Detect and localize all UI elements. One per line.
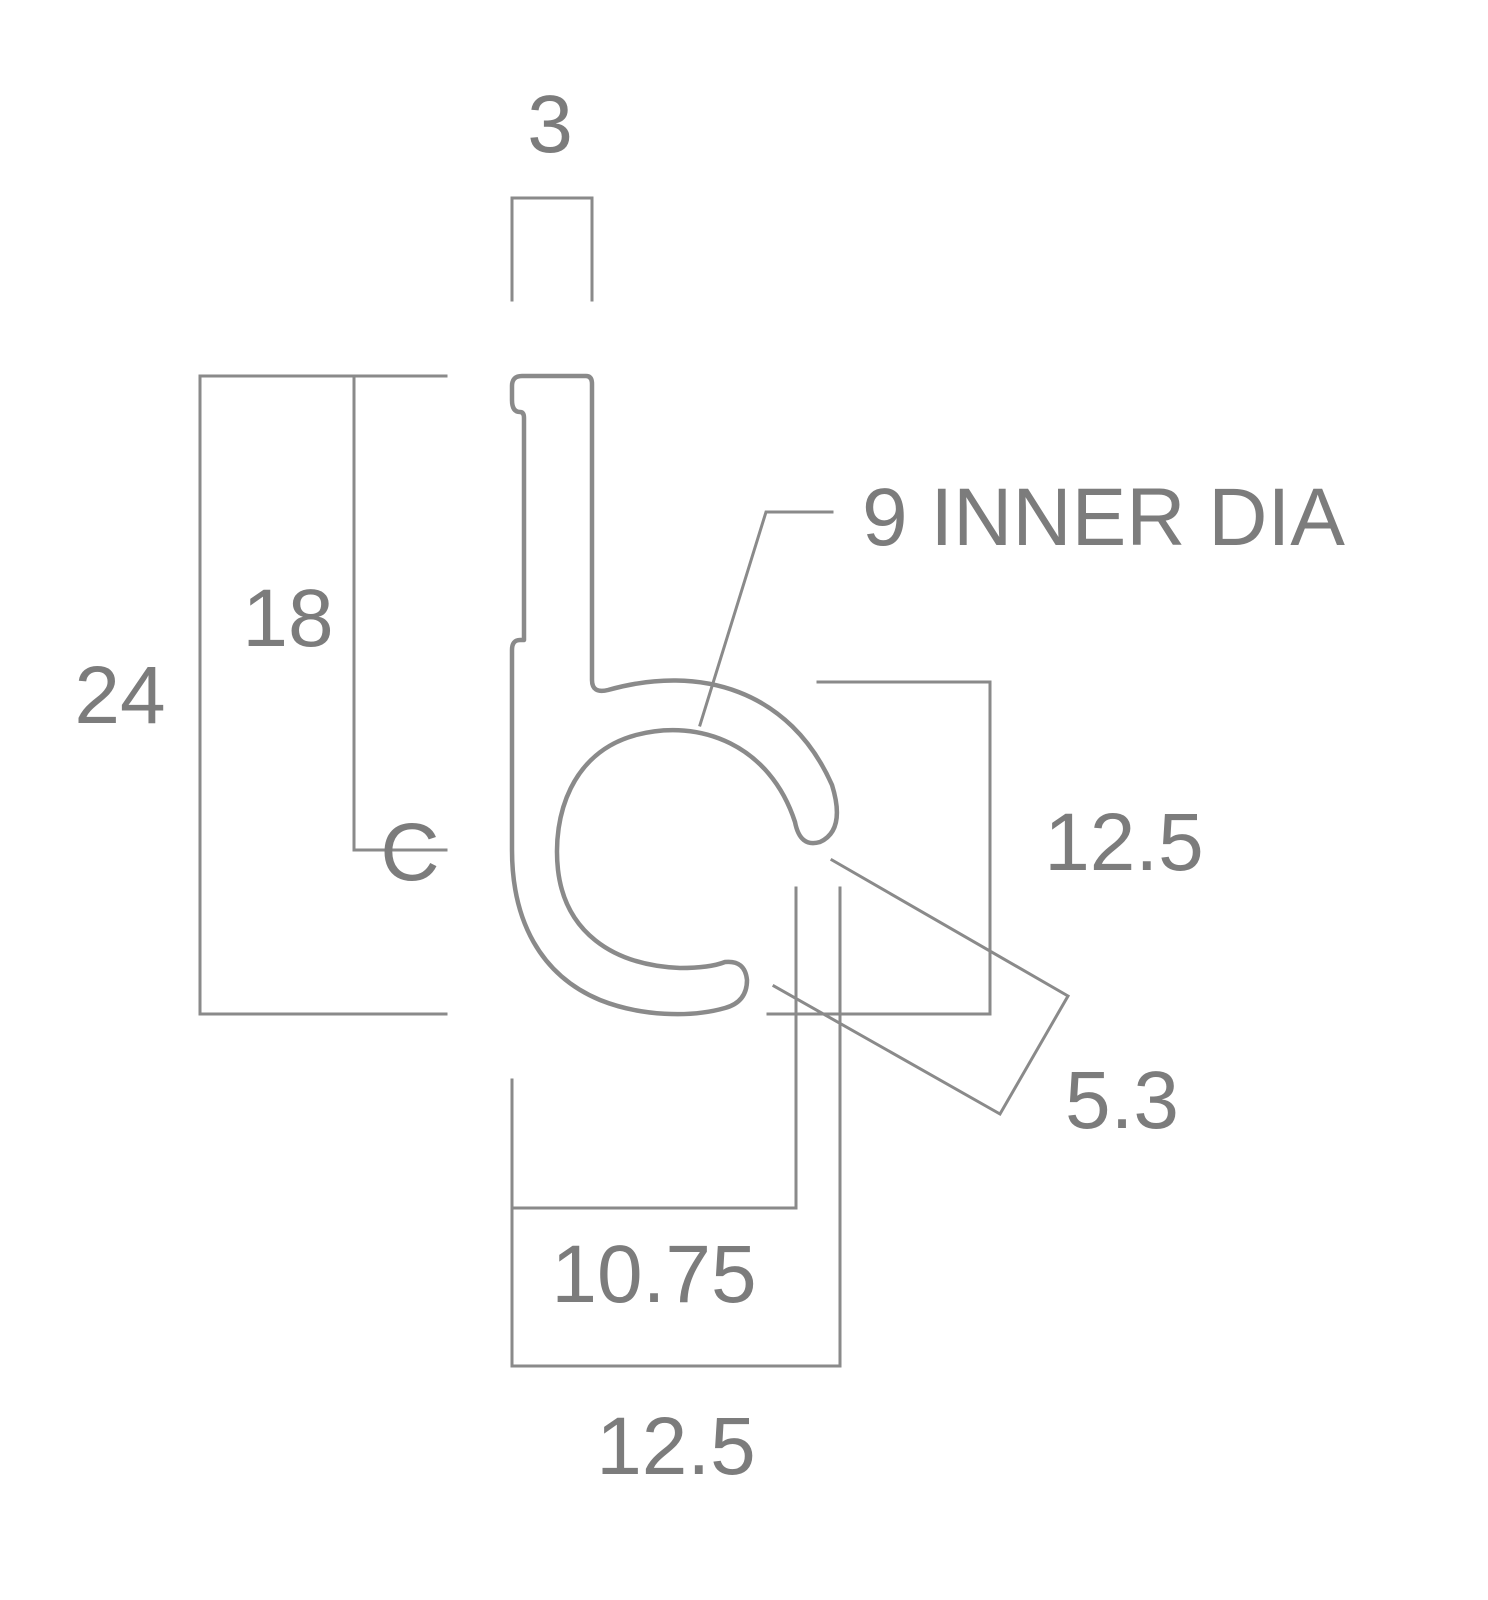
hook-height-bracket (352, 374, 448, 852)
overall-width-label: 12.5 (596, 1401, 756, 1492)
overall-width-bracket (510, 886, 842, 1368)
overall-width-dimension: 12.5 (510, 886, 842, 1492)
inner-width-dimension: 10.75 (510, 886, 798, 1320)
loop-height-label: 12.5 (1044, 797, 1204, 888)
slot-opening-dimension: 5.3 (771, 857, 1179, 1146)
top-thickness-label: 3 (527, 79, 573, 170)
inner-width-label: 10.75 (551, 1229, 756, 1320)
profile-outline (509, 373, 840, 1017)
loop-height-dimension: 12.5 (766, 680, 1204, 1016)
profile-shape (509, 373, 840, 1017)
overall-height-dimension: 24 (74, 374, 448, 1016)
slot-opening-bracket (771, 857, 1071, 1117)
overall-height-label: 24 (74, 650, 165, 741)
loop-height-bracket (766, 680, 992, 1016)
inner-diameter-leader (698, 510, 834, 727)
overall-height-bracket (198, 374, 448, 1016)
centerline-symbol: C (380, 807, 439, 898)
hook-height-label: 18 (242, 573, 333, 664)
inner-width-bracket (510, 886, 798, 1210)
slot-opening-label: 5.3 (1065, 1055, 1179, 1146)
inner-diameter-callout: 9 INNER DIA (698, 472, 1345, 727)
top-thickness-bracket (510, 196, 594, 302)
hook-height-dimension: 18 C (242, 374, 448, 898)
inner-diameter-label: 9 INNER DIA (862, 472, 1345, 563)
top-thickness-dimension: 3 (510, 79, 594, 302)
